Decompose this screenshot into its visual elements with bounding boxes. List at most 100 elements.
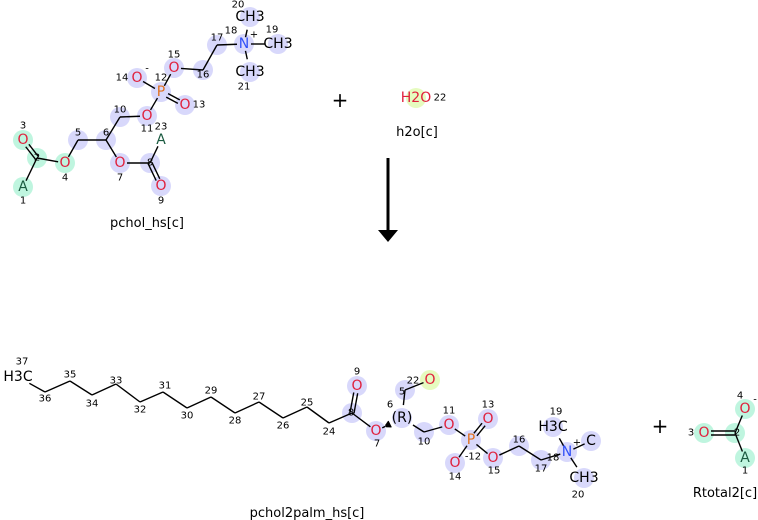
atom-number: 8 bbox=[147, 158, 153, 169]
atom-symbol: O bbox=[168, 60, 179, 76]
bond bbox=[29, 382, 46, 393]
atom-number: 22 bbox=[407, 376, 420, 387]
bond bbox=[36, 157, 59, 163]
atom-number: 20 bbox=[572, 490, 585, 501]
atom-number: 16 bbox=[197, 70, 210, 81]
atom-symbol: (R) bbox=[392, 410, 413, 426]
atom-symbol: CH3 bbox=[263, 36, 292, 52]
compound-name-pchol2palm-hs: pchol2palm_hs[c] bbox=[250, 506, 365, 520]
atom-number: 28 bbox=[229, 416, 242, 427]
bond bbox=[105, 139, 117, 158]
double-bond bbox=[25, 146, 36, 160]
bond bbox=[734, 432, 744, 452]
atom-number: 9 bbox=[158, 196, 164, 207]
bond bbox=[458, 445, 468, 458]
atom-highlight bbox=[240, 7, 260, 27]
bond bbox=[540, 453, 561, 461]
stereo-hash bbox=[387, 420, 392, 428]
atom-symbol: O bbox=[179, 97, 190, 113]
bond bbox=[306, 406, 330, 424]
double-bond bbox=[353, 393, 359, 414]
bond bbox=[202, 44, 218, 71]
atom-charge: - bbox=[145, 64, 149, 75]
compound-name-rtotal2: Rtotal2[c] bbox=[693, 486, 757, 501]
atom-symbol: A bbox=[18, 179, 28, 195]
bond bbox=[454, 428, 466, 437]
bond bbox=[404, 381, 424, 391]
atom-number: 5 bbox=[399, 387, 405, 398]
atom-symbol: O bbox=[131, 70, 142, 86]
atom-highlight bbox=[347, 376, 367, 396]
atom-highlight bbox=[557, 442, 577, 462]
atom-highlight bbox=[543, 417, 563, 437]
bond bbox=[67, 139, 79, 158]
bond bbox=[142, 80, 156, 90]
atom-symbol: CH3 bbox=[569, 470, 598, 486]
atom-highlight bbox=[55, 153, 75, 173]
atom-highlight bbox=[694, 423, 714, 443]
atom-highlight bbox=[127, 68, 147, 88]
atom-highlight bbox=[445, 453, 465, 473]
bond bbox=[381, 425, 386, 429]
molecule-0-bonds bbox=[25, 29, 265, 182]
atom-number: 4 bbox=[62, 173, 68, 184]
atom-number: 1 bbox=[20, 196, 26, 207]
atom-number: 13 bbox=[482, 400, 495, 411]
bond bbox=[149, 97, 159, 111]
stereo-hash bbox=[386, 422, 390, 428]
bond bbox=[234, 401, 260, 414]
atom-symbol: O bbox=[424, 372, 435, 388]
bond bbox=[573, 443, 585, 450]
atom-highlight bbox=[268, 34, 288, 54]
atom-symbol: C bbox=[586, 433, 596, 449]
bond bbox=[244, 50, 248, 60]
atom-number: 18 bbox=[225, 26, 238, 37]
atom-number: 31 bbox=[159, 381, 172, 392]
atom-highlight bbox=[137, 106, 157, 126]
molecule-1-highlights bbox=[406, 88, 426, 108]
atom-number: 36 bbox=[39, 394, 52, 405]
atom-number: 33 bbox=[110, 376, 123, 387]
bond bbox=[216, 43, 238, 46]
atom-number: 22 bbox=[434, 93, 447, 104]
atom-number: 2 bbox=[34, 153, 40, 164]
bond bbox=[258, 401, 284, 419]
atom-highlight bbox=[420, 370, 440, 390]
atom-number: 18 bbox=[547, 453, 560, 464]
bond bbox=[734, 415, 743, 434]
atom-number: 17 bbox=[535, 464, 548, 475]
atom-symbol: O bbox=[370, 423, 381, 439]
stereo-hash bbox=[386, 422, 391, 428]
bond bbox=[475, 443, 489, 455]
atom-symbol: P bbox=[467, 432, 475, 448]
atom-number: 27 bbox=[253, 392, 266, 403]
bond bbox=[163, 73, 172, 87]
atom-symbol: O bbox=[482, 411, 493, 427]
double-bond bbox=[473, 422, 483, 434]
atom-symbol: CH3 bbox=[235, 64, 264, 80]
atom-number: 4 bbox=[737, 391, 743, 402]
bond bbox=[558, 438, 565, 447]
atom-number: 11 bbox=[141, 124, 154, 135]
atom-highlight bbox=[406, 88, 426, 108]
atom-highlight bbox=[735, 448, 755, 468]
atom-number: 24 bbox=[323, 427, 336, 438]
double-bond bbox=[476, 425, 486, 437]
atom-symbol: O bbox=[59, 155, 70, 171]
double-bond bbox=[28, 143, 40, 158]
reaction-arrow-icon bbox=[378, 158, 398, 242]
atom-number: 35 bbox=[64, 370, 77, 381]
atom-highlight bbox=[366, 421, 386, 441]
atom-number: 6 bbox=[387, 400, 393, 411]
atom-highlight bbox=[13, 130, 33, 150]
atom-symbol: O bbox=[739, 401, 750, 417]
atom-number: 3 bbox=[688, 428, 694, 439]
plus-sign-2: + bbox=[652, 414, 669, 438]
atom-number: 17 bbox=[211, 33, 224, 44]
atom-highlight bbox=[478, 409, 498, 429]
bond bbox=[518, 445, 542, 461]
